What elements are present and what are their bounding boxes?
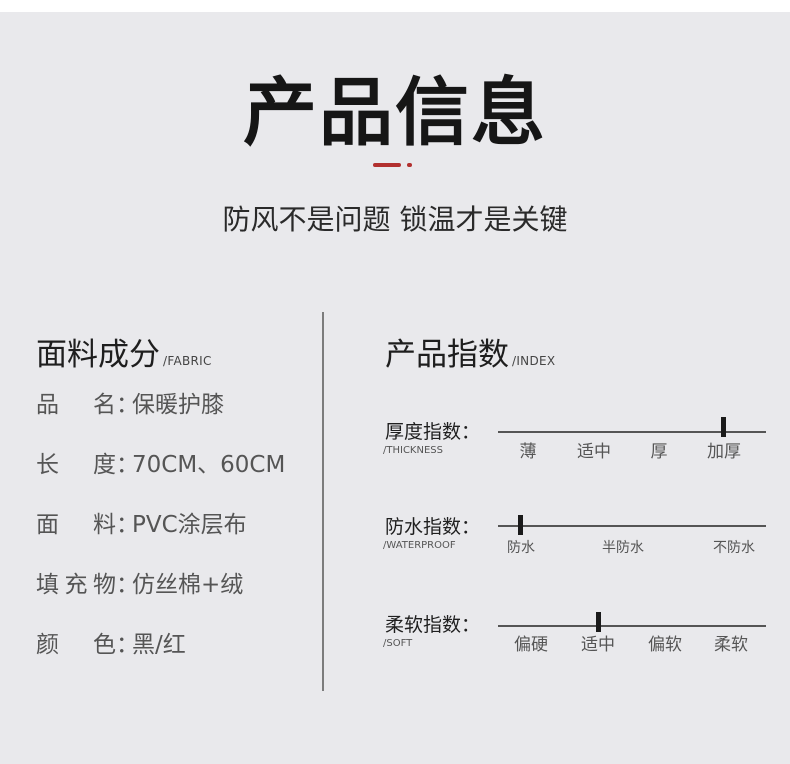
index-title-en: /INDEX [512,354,556,368]
fabric-row-value: 70CM、60CM [132,452,286,478]
fabric-row-colon: ： [116,572,139,598]
softness-level: 适中 [581,635,615,655]
thickness-scale-track [498,431,766,433]
fabric-row-value: PVC涂层布 [132,512,247,538]
fabric-row-color: 颜色：黑/红 [36,629,186,661]
softness-scale-marker [596,612,601,632]
fabric-row-colon: ： [116,392,139,418]
softness-level: 偏软 [648,635,682,655]
fabric-row-label: 填充物 [36,572,116,598]
fabric-row-colon: ： [116,452,139,478]
waterproof-label-en: /WATERPROOF [383,540,456,551]
waterproof-level: 不防水 [713,540,755,556]
waterproof-level: 防水 [507,540,535,556]
index-heading: 产品指数/INDEX [385,333,555,383]
fabric-row-label: 品名 [36,392,116,418]
fabric-row-value: 黑/红 [132,632,186,658]
thickness-label-en: /THICKNESS [383,445,443,456]
thickness-level: 适中 [577,442,611,462]
thickness-level: 厚 [650,442,668,462]
page-title: 产品信息 [243,70,547,156]
softness-label: 柔软指数： [385,614,481,636]
fabric-row-label: 长度 [36,452,116,478]
fabric-row-value: 保暖护膝 [132,392,224,418]
waterproof-scale-track [498,525,766,527]
waterproof-scale-marker [518,515,523,535]
fabric-row-name: 品名：保暖护膝 [36,389,224,421]
fabric-heading: 面料成分/FABRIC [36,333,212,383]
softness-label-en: /SOFT [383,638,413,649]
fabric-title: 面料成分 [36,337,160,373]
thickness-level: 加厚 [707,442,741,462]
fabric-row-colon: ： [116,632,139,658]
waterproof-label: 防水指数： [385,516,481,538]
page-subtitle: 防风不是问题 锁温才是关键 [222,203,568,236]
fabric-row-value: 仿丝棉+绒 [132,572,244,598]
softness-scale-track [498,625,766,627]
info-panel: 产品信息 防风不是问题 锁温才是关键 面料成分/FABRIC 品名：保暖护膝 长… [0,12,790,764]
thickness-level: 薄 [519,442,537,462]
fabric-title-en: /FABRIC [163,354,212,368]
title-accent-dot [407,163,412,167]
fabric-row-label: 面料 [36,512,116,538]
thickness-label: 厚度指数： [385,421,481,443]
fabric-row-length: 长度：70CM、60CM [36,449,285,481]
index-title: 产品指数 [385,337,509,373]
title-accent-dash [373,163,401,167]
softness-level: 偏硬 [514,635,548,655]
fabric-row-colon: ： [116,512,139,538]
fabric-row-label: 颜色 [36,632,116,658]
fabric-row-material: 面料：PVC涂层布 [36,509,247,541]
softness-level: 柔软 [714,635,748,655]
waterproof-level: 半防水 [602,540,644,556]
thickness-scale-marker [721,417,726,437]
section-divider [322,312,324,691]
fabric-row-filling: 填充物：仿丝棉+绒 [36,569,243,601]
